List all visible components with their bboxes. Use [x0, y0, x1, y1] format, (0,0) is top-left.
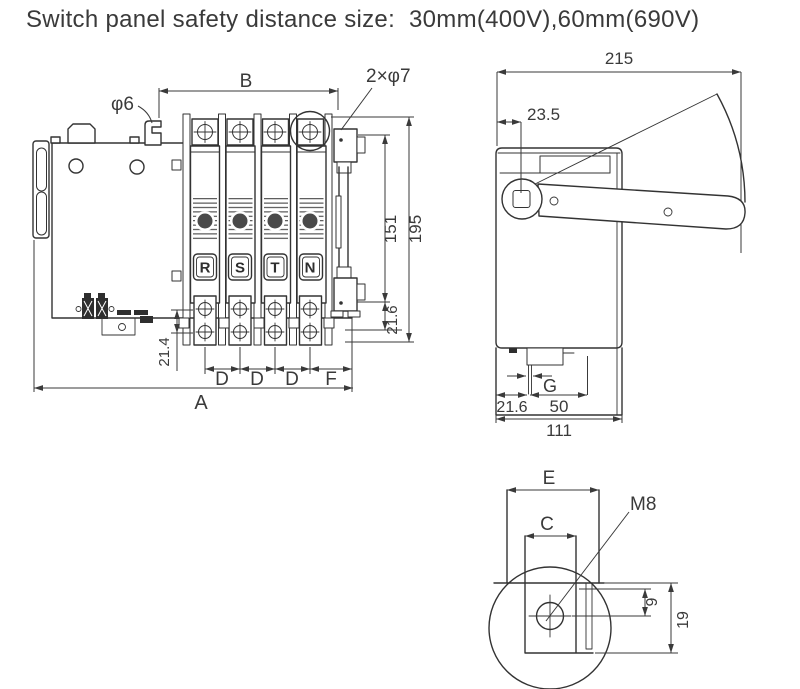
body-hole — [68, 158, 84, 174]
front-view-drawing: R S T N — [32, 66, 425, 414]
body-bump — [129, 136, 140, 144]
handle-hole — [549, 196, 559, 206]
dim-19-label: 19 — [675, 611, 692, 629]
pole-label-s: S — [235, 260, 245, 277]
dim-195-label: 195 — [406, 215, 425, 243]
phase-badges: R S T N — [192, 253, 324, 281]
pivot-square-hole — [512, 190, 531, 208]
handle-sweep-arc — [716, 93, 746, 203]
side-foot — [495, 347, 623, 416]
body-tab — [171, 270, 182, 282]
body-bump — [50, 136, 61, 144]
detail-view-dimensions: E C M8 9 19 — [507, 468, 692, 654]
dim-phi6-label: φ6 — [111, 94, 134, 115]
body-tab — [171, 159, 182, 171]
dim-d3-label: D — [285, 369, 299, 390]
front-view-dimensions: B φ6 2×φ7 151 195 21.6 21.4 D D D F — [33, 66, 425, 414]
detail-outer-block — [506, 489, 600, 584]
control-connectors — [75, 293, 153, 336]
pole-label-t: T — [270, 260, 279, 277]
dim-f-label: F — [325, 369, 337, 390]
dim-d2-label: D — [250, 369, 264, 390]
detail-view-drawing: E C M8 9 19 — [488, 468, 692, 689]
module-hole — [197, 213, 213, 229]
module-hole — [267, 213, 283, 229]
dim-a-label: A — [194, 392, 208, 414]
dim-d1-label: D — [215, 369, 229, 390]
dim-21-4-label: 21.4 — [156, 337, 173, 366]
handle-sweep-line — [530, 93, 718, 187]
side-bracket — [330, 128, 366, 318]
foot-notch — [526, 347, 564, 366]
dim-151-label: 151 — [381, 215, 400, 243]
pole-label-r: R — [200, 260, 211, 277]
dim-111-label: 111 — [546, 421, 572, 440]
bottom-terminals — [193, 295, 323, 346]
thread-m8-label: M8 — [630, 494, 656, 515]
top-terminals — [191, 110, 331, 152]
mounting-rail — [32, 140, 50, 239]
page-title: Switch panel safety distance size: 30mm(… — [26, 6, 699, 33]
connector-marking — [134, 310, 148, 315]
terminal-screw-icon — [193, 121, 322, 143]
terminal-block — [524, 582, 594, 654]
terminal-screw-icon — [195, 299, 320, 342]
operating-handle — [537, 183, 746, 230]
dim-c-label: C — [540, 514, 554, 535]
side-view-dimensions: 23.5 G 21.6 50 111 — [495, 105, 623, 440]
body-block — [67, 123, 96, 144]
module-hole — [302, 213, 318, 229]
dim-9-label: 9 — [644, 597, 661, 606]
detail-balloon-circle — [488, 566, 612, 689]
dim-2xphi7-label: 2×φ7 — [366, 66, 411, 87]
module-hole — [232, 213, 248, 229]
dim-g-label: G — [543, 376, 557, 396]
base-tabs — [178, 317, 335, 329]
connector-marking — [117, 310, 131, 315]
pole-label-n: N — [305, 260, 316, 277]
detail-callout-circle — [289, 110, 331, 152]
dim-b-label: B — [240, 71, 253, 92]
dim-e-label: E — [543, 468, 556, 489]
dim-23-5-label: 23.5 — [527, 105, 560, 124]
dim-50-label: 50 — [550, 397, 569, 416]
handle-hole — [663, 207, 673, 217]
dim-215-label: 215 — [605, 49, 633, 68]
mounting-plate — [528, 364, 532, 395]
dim-21-6-side-label: 21.6 — [496, 399, 527, 416]
dim-21-6-label: 21.6 — [384, 305, 401, 334]
side-body — [495, 147, 623, 349]
m8-leader-line — [545, 511, 630, 622]
body-hole — [129, 159, 145, 175]
side-view-drawing: 215 23.5 G 21.6 50 — [495, 49, 746, 440]
phi6-mounting-hook — [144, 120, 162, 146]
detail-inner-block — [524, 535, 577, 584]
